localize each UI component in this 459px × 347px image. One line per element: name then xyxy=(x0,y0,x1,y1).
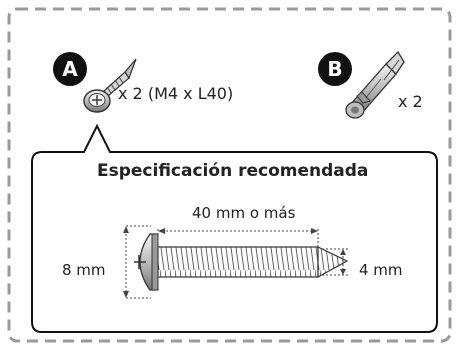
anchor-b-icon xyxy=(345,50,405,119)
length-label: 40 mm o más xyxy=(192,204,296,222)
screw-a-icon xyxy=(83,58,137,113)
quantity-b-label: x 2 xyxy=(398,92,423,111)
callout-title: Especificación recomendada xyxy=(97,161,369,181)
outer-dashed-frame xyxy=(7,7,452,343)
callout-box xyxy=(31,123,438,333)
screw-detail-drawing xyxy=(123,225,350,299)
tip-diameter-label: 4 mm xyxy=(359,261,403,279)
badge-a: A xyxy=(53,52,87,86)
badge-b: B xyxy=(318,52,352,86)
quantity-a-label: x 2 (M4 x L40) xyxy=(118,84,234,103)
head-height-label: 8 mm xyxy=(62,261,106,279)
